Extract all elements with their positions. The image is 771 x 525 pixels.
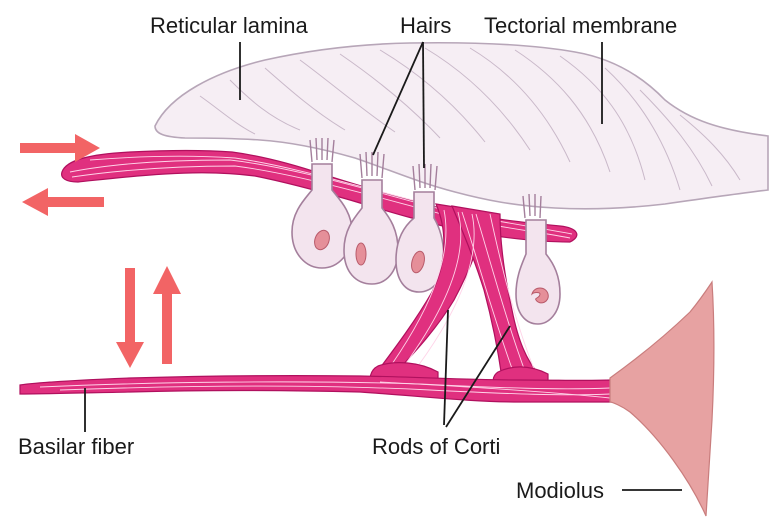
arrow-left-icon bbox=[22, 188, 104, 216]
arrow-down-icon bbox=[116, 268, 144, 368]
label-hairs: Hairs bbox=[400, 13, 451, 38]
hair-cell-2-nucleus bbox=[356, 243, 366, 265]
modiolus bbox=[610, 282, 714, 516]
label-reticular-lamina: Reticular lamina bbox=[150, 13, 308, 38]
tectorial-membrane bbox=[155, 43, 768, 209]
label-modiolus: Modiolus bbox=[516, 478, 604, 503]
arrow-up-icon bbox=[153, 266, 181, 364]
basilar-fiber bbox=[20, 376, 612, 402]
label-basilar-fiber: Basilar fiber bbox=[18, 434, 134, 459]
leader-hairs-2 bbox=[423, 42, 424, 168]
label-rods-of-corti: Rods of Corti bbox=[372, 434, 500, 459]
leader-rods-1 bbox=[444, 310, 448, 425]
label-tectorial-membrane: Tectorial membrane bbox=[484, 13, 677, 38]
